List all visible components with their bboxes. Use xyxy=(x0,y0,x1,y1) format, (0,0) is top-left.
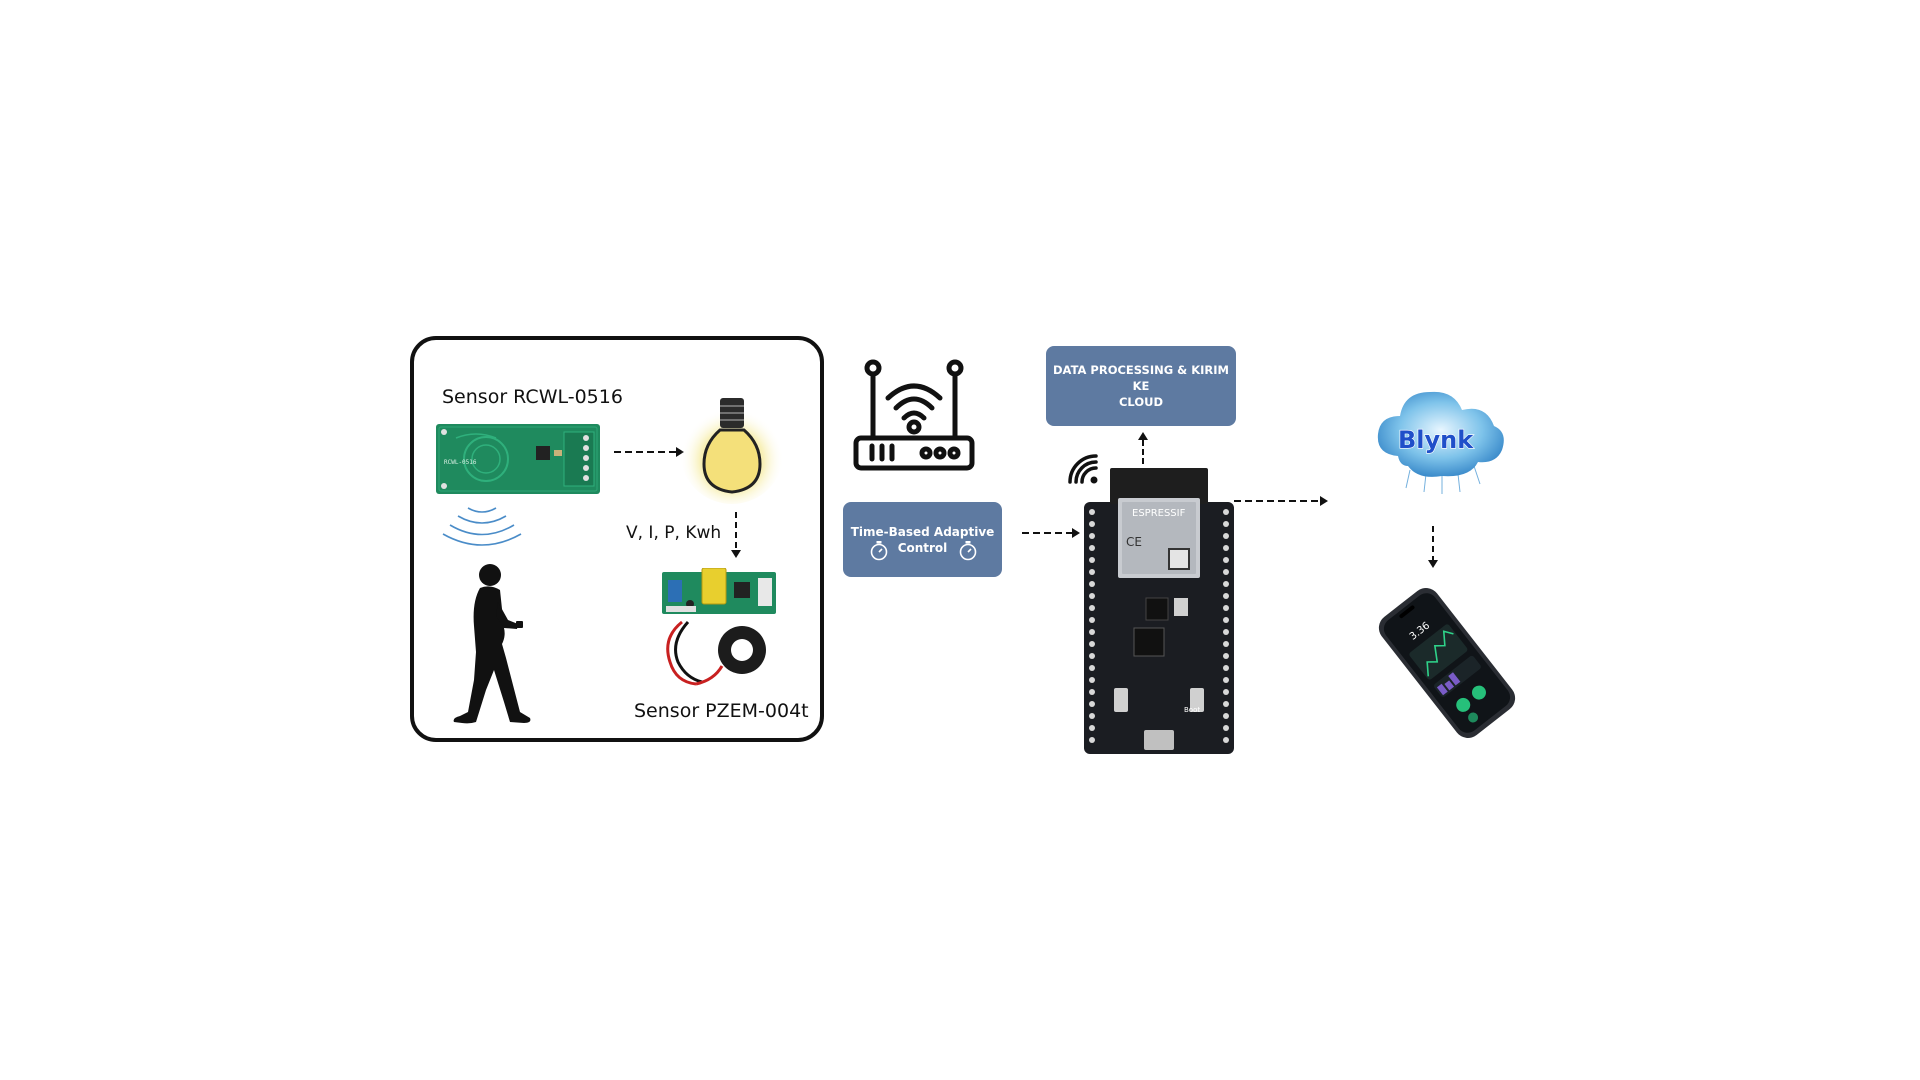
arrow-esp32-to-processing xyxy=(1138,432,1148,466)
pzem-004t-module xyxy=(662,568,776,614)
current-transformer-coil xyxy=(666,620,766,686)
measurement-label: V, I, P, Kwh xyxy=(626,523,722,543)
esp32-brand-text: ESPRESSIF xyxy=(1132,508,1186,519)
arrow-rcwl-to-bulb xyxy=(614,447,684,457)
smartphone-blynk-app: 3.36 xyxy=(1378,588,1516,738)
time-based-control-box: Time-Based Adaptive Control xyxy=(843,502,1002,577)
light-bulb-icon xyxy=(680,398,784,504)
rcwl-sensor-label: Sensor RCWL-0516 xyxy=(442,386,623,408)
wifi-router-icon xyxy=(853,359,975,471)
arrow-bulb-to-pzem xyxy=(731,512,741,558)
wifi-signal-icon xyxy=(1068,454,1098,484)
stopwatch-left-icon xyxy=(870,541,888,561)
walking-person-icon xyxy=(453,564,531,724)
arrow-esp32-to-cloud xyxy=(1234,496,1328,506)
sensor-group-frame xyxy=(410,336,824,742)
arrow-cloud-to-phone xyxy=(1428,526,1438,568)
rcwl-module-print: RCWL-0516 xyxy=(444,459,477,466)
control-box-line2: Control xyxy=(897,540,948,555)
esp32-board: ESPRESSIF CE Boot xyxy=(1084,468,1234,754)
radar-waves-icon xyxy=(442,507,522,546)
rcwl-0516-module: RCWL-0516 xyxy=(436,424,600,494)
stopwatch-right-icon xyxy=(959,541,977,561)
esp32-ce-mark: CE xyxy=(1126,535,1142,549)
data-processing-line1: DATA PROCESSING & KIRIM KE xyxy=(1053,363,1229,393)
data-processing-box: DATA PROCESSING & KIRIM KE CLOUD xyxy=(1046,346,1236,426)
blynk-cloud-logo: Blynk xyxy=(1377,391,1504,494)
arrow-control-to-esp32 xyxy=(1022,528,1080,538)
esp32-boot-label: Boot xyxy=(1184,706,1200,714)
data-processing-line2: CLOUD xyxy=(1118,395,1164,409)
pzem-sensor-label: Sensor PZEM-004t xyxy=(634,700,809,722)
blynk-logo-text: Blynk xyxy=(1398,426,1474,454)
control-box-line1: Time-Based Adaptive xyxy=(850,524,995,539)
